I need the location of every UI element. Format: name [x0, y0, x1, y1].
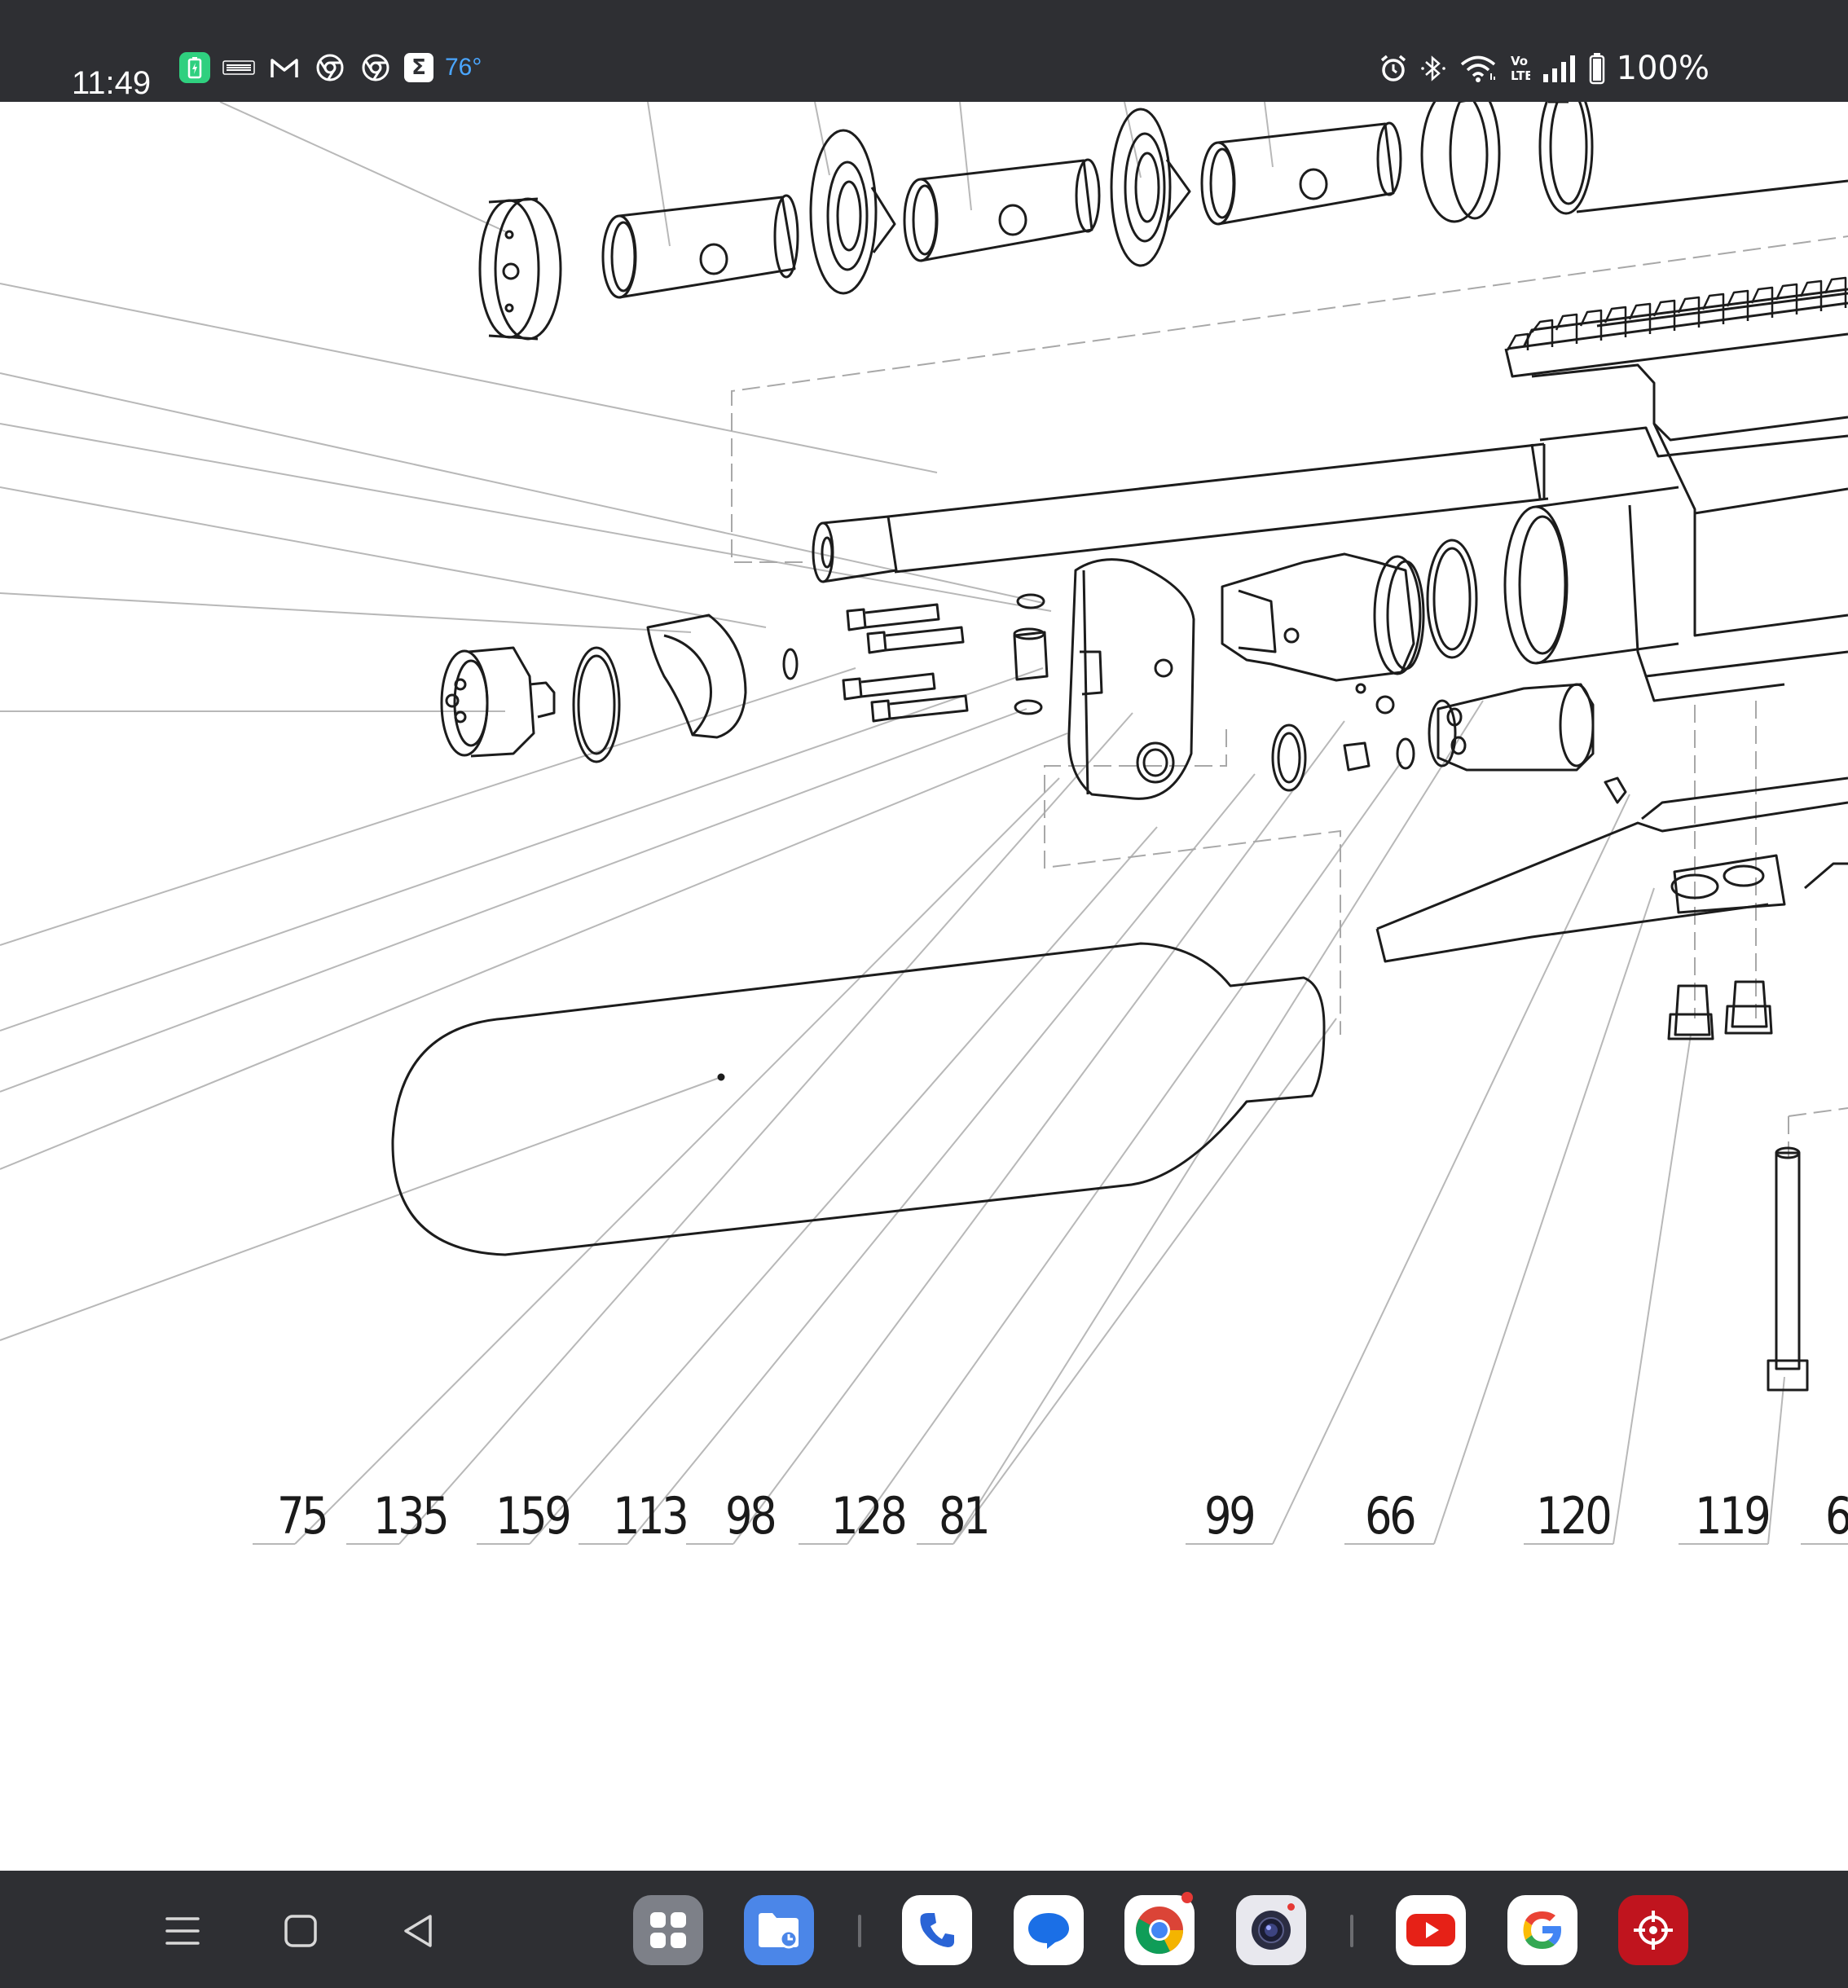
part-label-66: 66 — [1365, 1486, 1417, 1546]
part-label-135: 135 — [373, 1486, 450, 1546]
google-icon[interactable] — [1507, 1895, 1577, 1965]
back-triangle-icon — [404, 1915, 432, 1947]
weather-temperature: 76° — [445, 54, 482, 81]
youtube-icon[interactable] — [1396, 1895, 1466, 1965]
chrome-icon — [313, 51, 347, 85]
part-label-119: 119 — [1695, 1486, 1771, 1546]
leader-lines — [0, 102, 1848, 1545]
notification-icons: Σ 76° — [179, 47, 482, 88]
part-label-99: 99 — [1204, 1486, 1256, 1546]
dock-separator — [858, 1915, 861, 1947]
menu-lines-icon — [165, 1917, 200, 1945]
bluetooth-icon — [1419, 54, 1447, 83]
part-label-81: 81 — [939, 1486, 991, 1546]
battery-charging-icon — [179, 52, 210, 83]
part-label-159: 159 — [495, 1486, 572, 1546]
recent-apps-button[interactable] — [158, 1907, 207, 1955]
part-label-75: 75 — [277, 1486, 329, 1546]
part-label-120: 120 — [1536, 1486, 1613, 1546]
wifi-icon — [1459, 54, 1498, 83]
square-icon — [284, 1915, 317, 1947]
chrome-icon — [359, 51, 393, 85]
svg-text:Vo: Vo — [1511, 54, 1528, 68]
alarm-icon — [1379, 54, 1408, 83]
chrome-icon[interactable] — [1124, 1892, 1195, 1965]
notification-dot — [1181, 1892, 1193, 1903]
parts-drawing — [0, 102, 1848, 1545]
battery-icon — [1589, 52, 1605, 85]
camera-icon[interactable] — [1236, 1895, 1306, 1965]
part-label-98: 98 — [725, 1486, 777, 1546]
exploded-parts-diagram[interactable]: 75 135 159 113 98 128 81 99 66 120 119 6 — [0, 102, 1848, 1870]
app-drawer-icon[interactable] — [633, 1895, 703, 1965]
battery-percent: 100% — [1616, 50, 1709, 87]
target-app-icon[interactable] — [1618, 1895, 1688, 1965]
dock-separator — [1350, 1915, 1353, 1947]
back-button[interactable] — [394, 1907, 443, 1955]
svg-text:LTE: LTE — [1511, 68, 1530, 83]
gmail-icon — [267, 51, 301, 85]
home-button[interactable] — [276, 1907, 325, 1955]
part-label-128: 128 — [831, 1486, 908, 1546]
my-files-icon[interactable] — [744, 1895, 814, 1965]
signal-icon — [1542, 55, 1577, 82]
messages-icon[interactable] — [1014, 1895, 1084, 1965]
sigma-app-icon: Σ — [404, 53, 433, 82]
part-label-6: 6 — [1825, 1486, 1848, 1546]
phone-icon[interactable] — [902, 1895, 972, 1965]
part-label-113: 113 — [613, 1486, 689, 1546]
status-time: 11:49 — [72, 65, 152, 101]
notification-dot — [1287, 1903, 1295, 1911]
news-icon — [222, 51, 256, 85]
parts — [391, 102, 1848, 1392]
